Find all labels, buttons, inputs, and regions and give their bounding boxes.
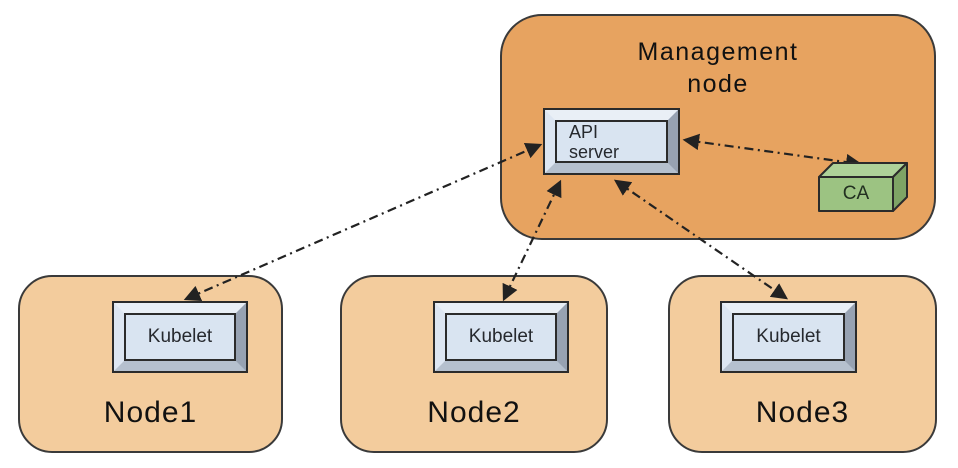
kubelet-node2-label: Kubelet [468,326,534,347]
api-server-label-line1: API [569,121,599,142]
worker-node-1-label: Node1 [103,396,198,429]
kubelet-node1-bevel: Kubelet [114,303,246,371]
api-server-bevel: API server [545,110,678,173]
kubelet-node3-bevel: Kubelet [722,303,855,371]
api-server-label-line2: server [569,141,620,162]
kubelet-box-node3: Kubelet [720,301,857,373]
kubelet-node1-face: Kubelet [124,313,236,361]
management-node-title: Management node [500,36,936,100]
arrow-api-server-kubelet-node3 [613,179,789,300]
ca-box-front [818,176,894,212]
ca-label: CA [842,183,870,204]
kubelet-box-node2: Kubelet [433,301,569,373]
kubelet-node1-label: Kubelet [147,326,213,347]
kubelet-node2-face: Kubelet [445,313,557,361]
worker-node-2-label: Node2 [427,396,521,429]
arrow-api-server-ca [682,133,863,171]
worker-node-3-label: Node3 [755,396,850,429]
api-server-box: API server [543,108,680,175]
arrow-kubelet-node1-api-server [183,143,543,301]
management-node-title-line2: node [687,70,749,98]
kubelet-node3-label: Kubelet [756,326,821,347]
api-server-face: API server [555,120,668,163]
management-node-title-line1: Management [637,38,799,66]
kubelet-node2-bevel: Kubelet [435,303,567,371]
kubelet-box-node1: Kubelet [112,301,248,373]
kubelet-node3-face: Kubelet [732,313,845,361]
api-server-label: API server [557,122,666,162]
arrow-kubelet-node2-api-server [502,179,562,302]
